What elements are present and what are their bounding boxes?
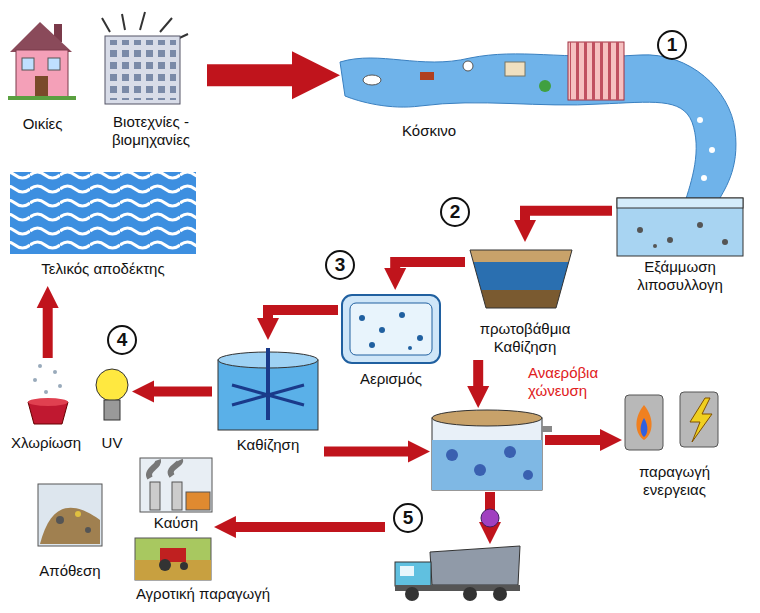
house-icon: [8, 22, 76, 100]
stage-label: Χλωρίωση: [4, 434, 88, 452]
stage-label: UV: [92, 434, 132, 452]
flow-arrow: [268, 310, 338, 326]
chlorination-stage: Χλωρίωση: [4, 358, 88, 454]
flow-arrow: [207, 64, 309, 86]
uv-lamp: [96, 369, 128, 420]
screen-grate: [568, 42, 624, 100]
stage-label: Αερισμός: [338, 370, 444, 388]
flow-arrow: [146, 387, 212, 397]
primary-settling-stage: πρωτοβάθμια Καθίζηση: [465, 242, 585, 360]
agriculture-output: Αγροτική παραγωγή: [128, 535, 278, 610]
truck-icon: [395, 546, 520, 601]
stage-label: Οικίες: [5, 115, 80, 133]
callout-number: 4: [107, 325, 137, 355]
settling-stage: Καθίζηση: [212, 340, 324, 460]
agriculture-icon: [135, 538, 211, 580]
disposal-arrow: [228, 522, 385, 532]
sludge-pump: [481, 509, 499, 527]
callout-number: 2: [440, 197, 470, 227]
uv-stage: UV: [92, 360, 132, 454]
settling-tank: [218, 348, 318, 430]
aeration-tank: [342, 295, 440, 363]
energy-icons: [625, 392, 718, 450]
source-industry: Βιοτεχνίες - βιομηχανίες: [95, 15, 207, 155]
source-houses: Οικίες: [5, 15, 80, 140]
water-waves: [10, 172, 196, 254]
grit-removal-stage: Εξάμμωση λιποσυλλογη: [612, 192, 748, 296]
flow-arrow: [545, 435, 608, 445]
stage-label: Εξάμμωση λιποσυλλογη: [612, 258, 748, 294]
flow-arrow: [324, 447, 416, 457]
flow-arrow: [525, 211, 612, 228]
landfill-icon: [38, 484, 102, 546]
digestion-stage: Αναερόβια χώνευση: [430, 408, 545, 492]
river-flow: [340, 54, 736, 205]
flow-arrow: [473, 360, 483, 394]
flow-arrow: [395, 262, 465, 276]
primary-settling-bowl: [470, 250, 572, 308]
aeration-stage: Αερισμός: [338, 290, 444, 390]
flow-arrow: [43, 300, 53, 358]
callout-number: 3: [325, 250, 355, 280]
stage-label: Τελικός αποδέκτης: [8, 260, 198, 278]
stage-label: Αναερόβια χώνευση: [528, 364, 613, 400]
stage-label: Καθίζηση: [212, 436, 324, 454]
stage-label: παραγωγή ενεργειας: [622, 463, 727, 499]
energy-output: παραγωγή ενεργειας: [622, 383, 727, 503]
stage-label: Κόσκινο: [402, 122, 492, 140]
stage-label: πρωτοβάθμια Καθίζηση: [465, 320, 585, 356]
incineration-icon: [140, 458, 212, 512]
stage-label: Βιοτεχνίες - βιομηχανίες: [95, 113, 207, 149]
final-receiver: Τελικός αποδέκτης: [8, 168, 198, 286]
grit-tank: [617, 198, 743, 256]
screen-stage: Κόσκινο: [340, 40, 640, 145]
stage-label: Καύση: [138, 514, 214, 532]
stage-label: Απόθεση: [30, 562, 110, 580]
incineration-output: Καύση: [138, 456, 214, 534]
digester-tank: [432, 410, 552, 490]
callout-number: 1: [657, 30, 687, 60]
chlorination-dish: [28, 364, 68, 424]
stage-label: Αγροτική παραγωγή: [128, 585, 278, 603]
landfill-output: Απόθεση: [30, 480, 110, 584]
callout-number: 5: [393, 503, 423, 533]
factory-icon: [102, 12, 188, 104]
